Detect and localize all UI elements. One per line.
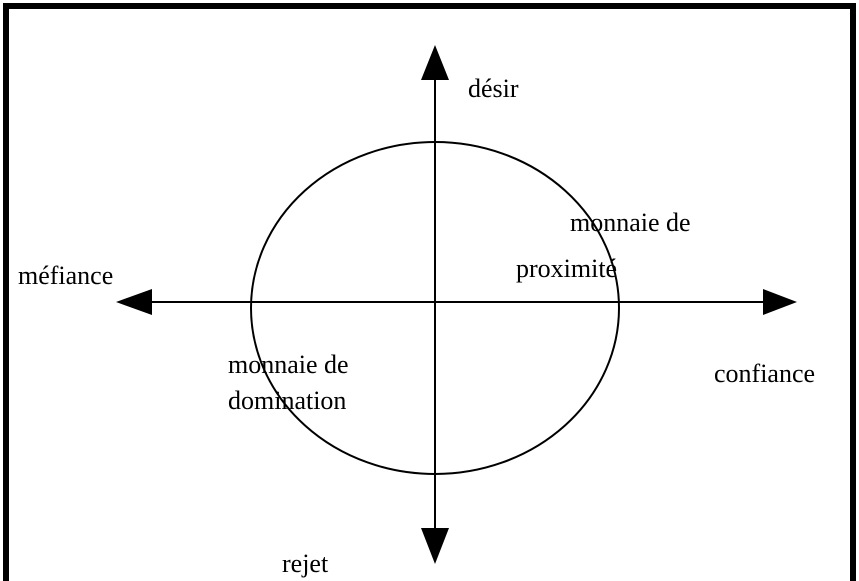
region-label-lower-left-line-1: monnaie de: [228, 350, 349, 379]
frame-border: [3, 3, 856, 581]
region-label-upper-right-line-2: proximité: [516, 254, 618, 283]
axis-label-up: désir: [468, 74, 519, 103]
arrowhead-left: [116, 289, 152, 315]
arrowhead-up: [421, 45, 449, 80]
axis-label-left: méfiance: [18, 261, 114, 290]
region-label-lower-left-line-2: domination: [228, 386, 347, 415]
axis-label-down: rejet: [282, 549, 329, 578]
axis-label-right: confiance: [714, 359, 816, 388]
region-label-upper-right-line-1: monnaie de: [570, 208, 691, 237]
arrowhead-down: [421, 528, 449, 564]
region-label-lower-left: monnaie de domination: [228, 350, 349, 416]
arrowhead-right: [763, 289, 797, 315]
region-label-upper-right: monnaie de proximité: [516, 208, 691, 284]
